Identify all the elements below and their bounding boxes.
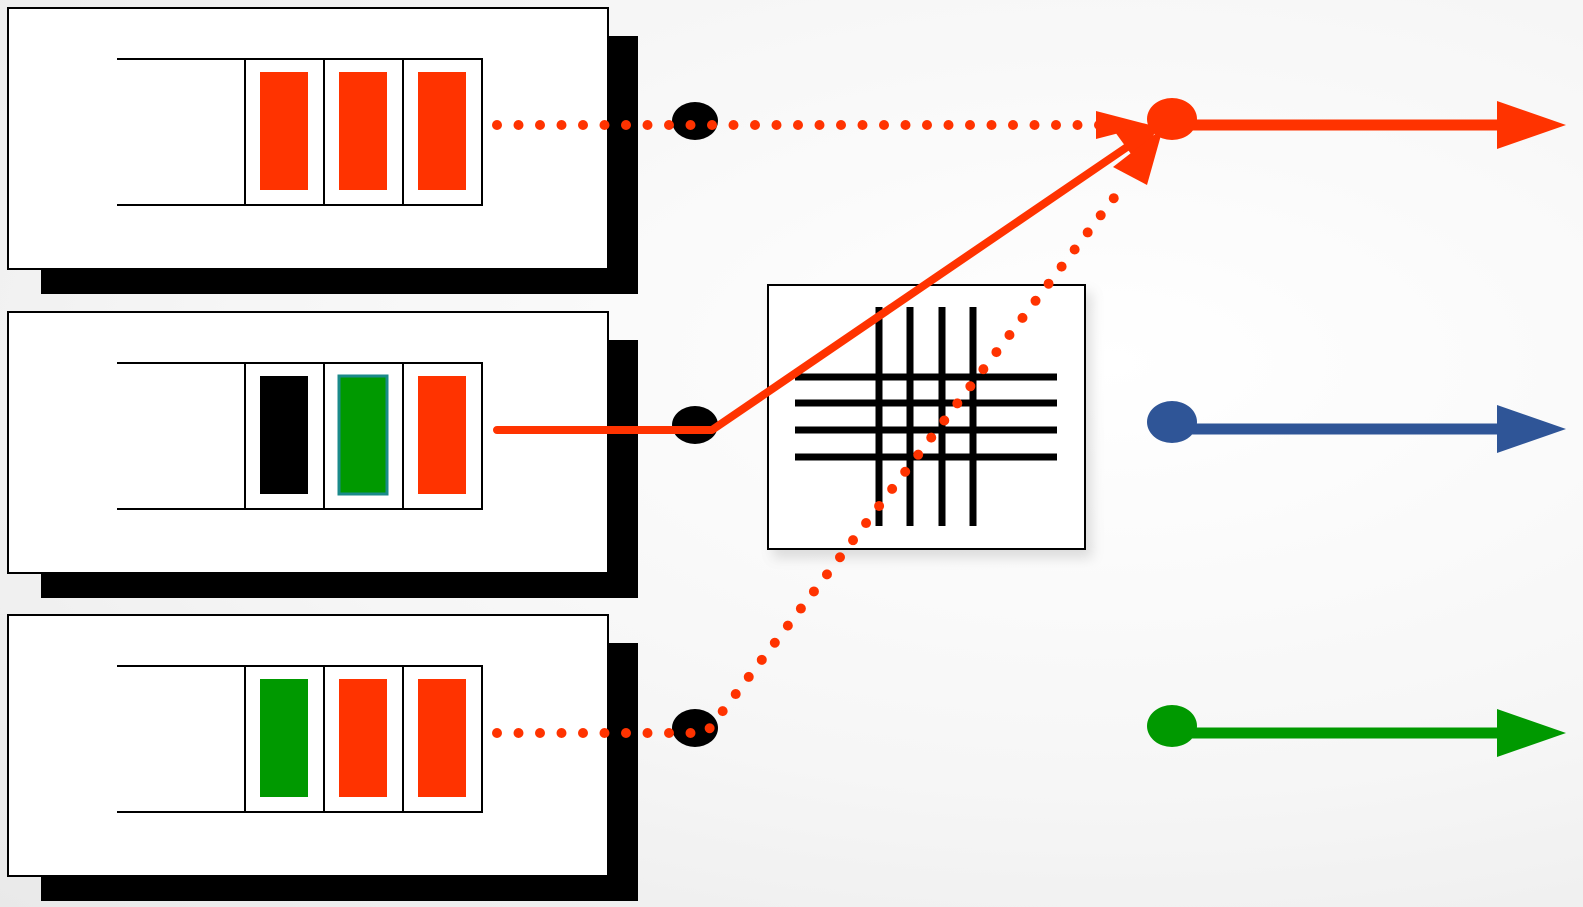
output-port-1: [1147, 98, 1566, 149]
output-port-2: [1147, 401, 1566, 453]
packet-green: [260, 679, 308, 797]
path-queue-3-to-output-1: [492, 128, 1163, 738]
path-queue-2-to-output-1: [493, 122, 1160, 434]
path-queue-2-line: [493, 141, 1134, 434]
input-node-2: [672, 406, 718, 444]
input-node-1: [672, 102, 718, 140]
output-port-3-arrowhead: [1497, 709, 1566, 757]
input-node-3: [672, 709, 718, 747]
path-queue-1-to-output-1: [492, 111, 1150, 139]
output-node-2: [1147, 401, 1197, 443]
input-queue-3: [117, 665, 483, 813]
packet-red: [418, 679, 466, 797]
packet-red: [418, 376, 466, 494]
path-queue-2-arrowhead: [1115, 122, 1160, 165]
path-queue-3-line: [492, 185, 1125, 738]
output-port-2-arrowhead: [1497, 405, 1566, 453]
output-node-3: [1147, 705, 1197, 747]
switch-fabric-box: [767, 284, 1086, 550]
output-node-1: [1147, 98, 1197, 140]
output-port-1-arrowhead: [1497, 101, 1566, 149]
path-queue-3-arrowhead: [1113, 128, 1163, 185]
packet-red: [260, 72, 308, 190]
packet-red: [339, 72, 387, 190]
packet-green: [337, 374, 389, 496]
packet-black: [260, 376, 308, 494]
input-queue-2: [117, 362, 483, 510]
packet-red: [339, 679, 387, 797]
output-port-3: [1147, 705, 1566, 757]
queues-layer: [117, 58, 483, 813]
path-queue-1-arrowhead: [1096, 111, 1150, 139]
input-queue-1: [117, 58, 483, 206]
switch-fabric: [767, 284, 1086, 550]
packet-red: [418, 72, 466, 190]
